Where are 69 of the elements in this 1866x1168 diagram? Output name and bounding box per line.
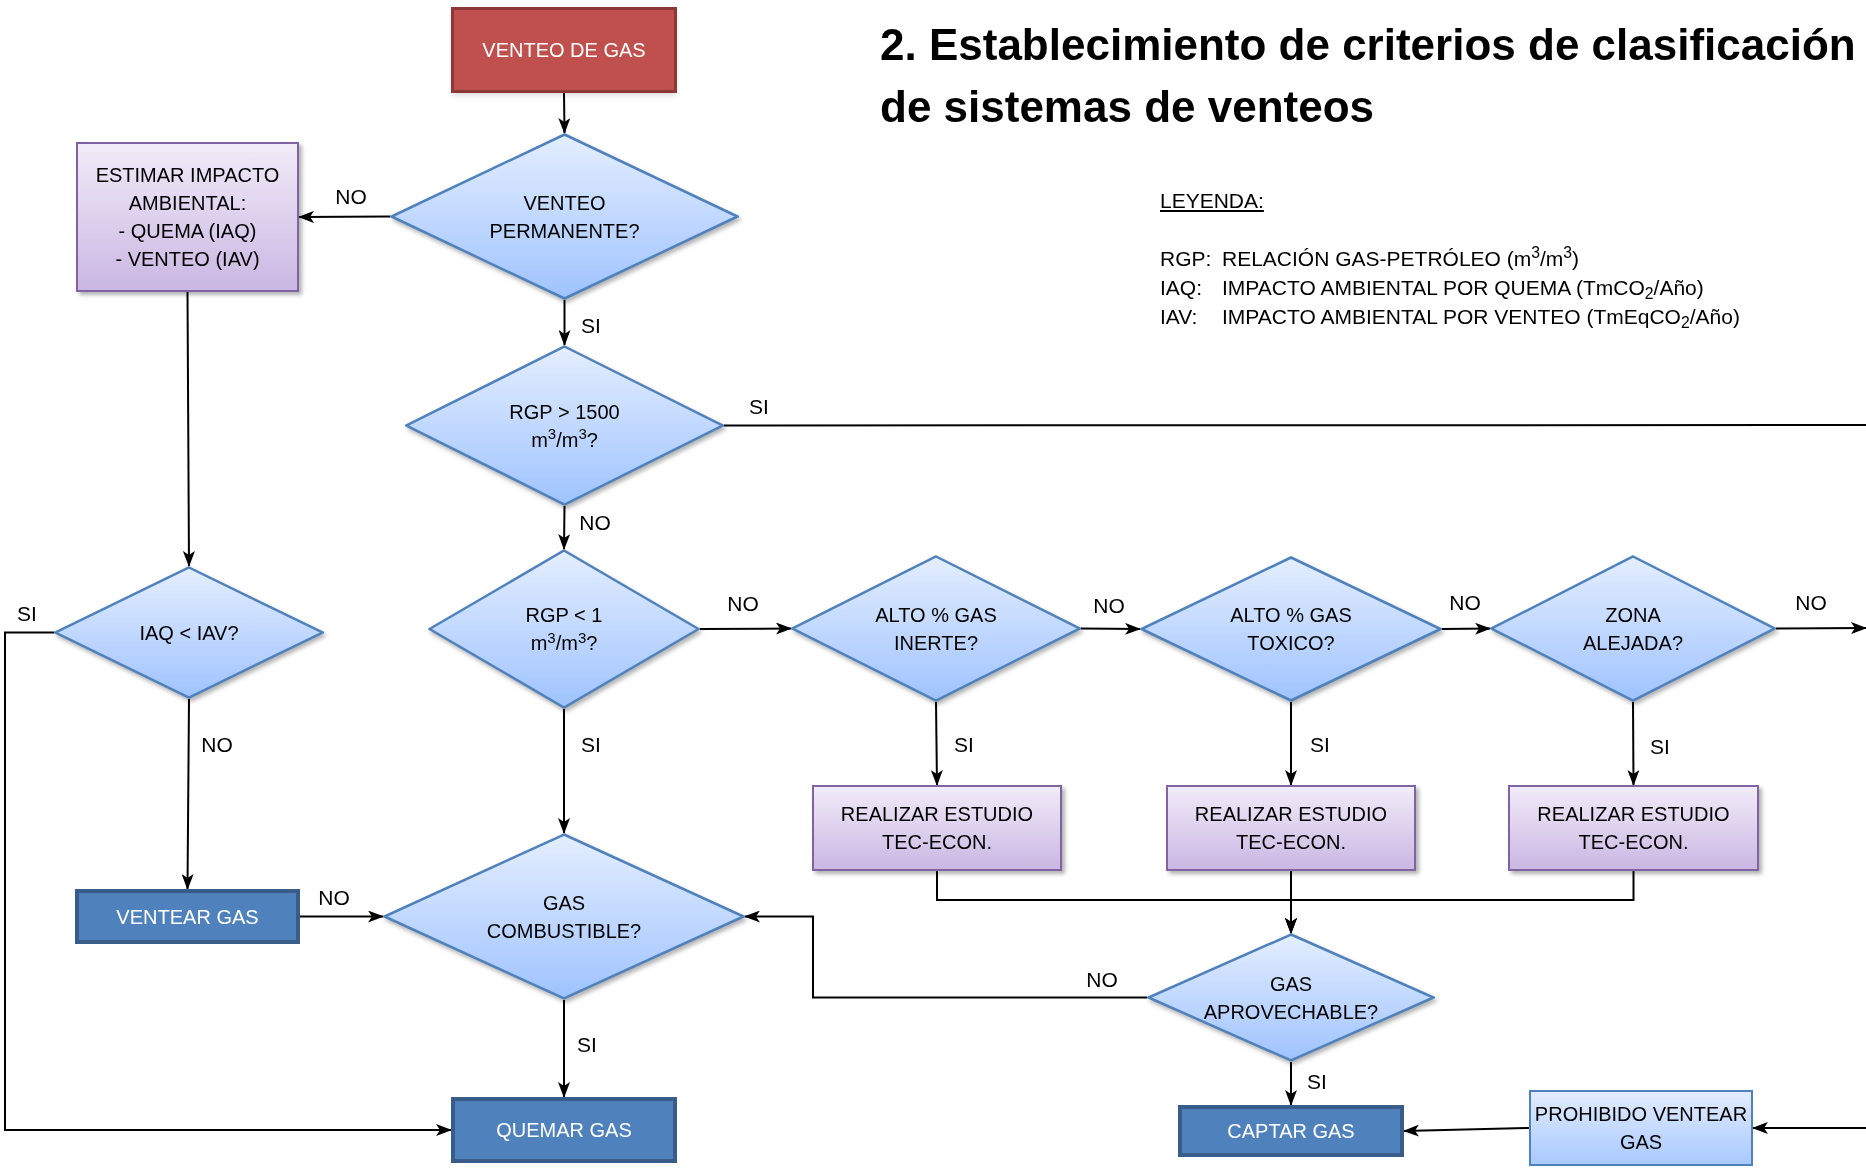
node-text: GAS COMBUSTIBLE? xyxy=(485,890,643,944)
arrow xyxy=(181,698,194,890)
decision-diamond xyxy=(383,833,745,1000)
arrow xyxy=(1285,1061,1297,1106)
node-text: - VENTEO (IAV) xyxy=(115,247,260,272)
node-text: REALIZAR ESTUDIO TEC-ECON. xyxy=(1193,802,1389,855)
legend-heading: LEYENDA: xyxy=(1160,190,1264,211)
node-text: VENTEO PERMANENTE? xyxy=(488,190,641,244)
legend-text: RELACIÓN GAS-PETRÓLEO (m$^{3}$/m$^{3}$) xyxy=(1222,248,1580,269)
process-box xyxy=(1508,785,1759,871)
arrow xyxy=(1080,622,1141,635)
node-text: CAPTAR GAS xyxy=(1227,1119,1355,1144)
decision-diamond xyxy=(791,555,1081,702)
arrow xyxy=(298,210,391,223)
node-text: ALTO % GAS TOXICO? xyxy=(1229,603,1353,656)
node-text: ESTIMAR IMPACTO AMBIENTAL: xyxy=(94,163,281,216)
legend-text: IAQ: xyxy=(1160,277,1202,298)
decision-diamond xyxy=(405,345,724,506)
process-box xyxy=(1178,1105,1404,1157)
process-box xyxy=(1529,1090,1753,1166)
arrow xyxy=(1627,701,1640,786)
arrow xyxy=(558,999,570,1098)
node-text: REALIZAR ESTUDIO TEC-ECON. xyxy=(839,802,1035,855)
process-box xyxy=(76,142,299,292)
node-text: REALIZAR ESTUDIO TEC-ECON. xyxy=(1536,802,1731,855)
arrow xyxy=(182,291,195,567)
arrow xyxy=(1775,622,1866,635)
arrow xyxy=(1752,1122,1866,1134)
node-text: PROHIBIDO VENTEAR GAS xyxy=(1533,1102,1749,1155)
arrow xyxy=(1441,622,1491,635)
legend-text: IAV: xyxy=(1160,306,1198,327)
node-text: VENTEAR GAS xyxy=(116,904,259,930)
legend-text: RGP: xyxy=(1160,248,1212,269)
title: 2. Establecimiento de criterios de clasificación de sistemas de venteos xyxy=(880,19,1857,133)
arrow xyxy=(699,622,792,635)
decision-diamond xyxy=(1147,933,1435,1062)
process-box xyxy=(451,7,677,93)
node-text: GAS APROVECHABLE? xyxy=(1202,971,1380,1025)
arrow xyxy=(1285,701,1297,786)
node-text: ZONA ALEJADA? xyxy=(1581,602,1685,656)
node-text: - QUEMA (IAQ) xyxy=(118,219,257,244)
process-box xyxy=(812,785,1062,871)
decision-diamond xyxy=(428,549,700,709)
process-box xyxy=(451,1097,677,1163)
arrow xyxy=(744,910,1148,999)
node-text: QUEMAR GAS xyxy=(496,1118,632,1143)
process-box xyxy=(1166,785,1416,871)
arrow xyxy=(558,505,571,550)
arrow xyxy=(299,910,384,923)
node-text: RGP < 1 m$^{3}$/m$^{3}$? xyxy=(524,603,604,656)
arrow xyxy=(1403,1124,1530,1137)
node-text: IAQ < IAV? xyxy=(139,620,239,646)
node-text: RGP > 1500 m$^{3}$/m$^{3}$? xyxy=(508,399,621,453)
arrow xyxy=(1285,870,1635,934)
node-text: ALTO % GAS INERTE? xyxy=(874,602,998,656)
decision-diamond xyxy=(1490,555,1776,702)
arrow xyxy=(558,92,571,134)
legend-text: IMPACTO AMBIENTAL POR QUEMA (TmCO$_{2}$/Año) xyxy=(1222,277,1704,298)
arrow xyxy=(4,631,452,1136)
node-text: VENTEO DE GAS xyxy=(482,38,646,63)
process-box xyxy=(75,889,300,944)
decision-diamond xyxy=(390,133,739,300)
decision-diamond xyxy=(54,566,324,699)
decision-diamond xyxy=(1140,556,1442,702)
arrow xyxy=(558,299,571,346)
connector-line xyxy=(723,424,1866,427)
arrow xyxy=(930,701,943,786)
arrow xyxy=(558,708,570,834)
legend-text: IMPACTO AMBIENTAL POR VENTEO (TmEqCO$_{2}$/Año) xyxy=(1222,306,1740,327)
